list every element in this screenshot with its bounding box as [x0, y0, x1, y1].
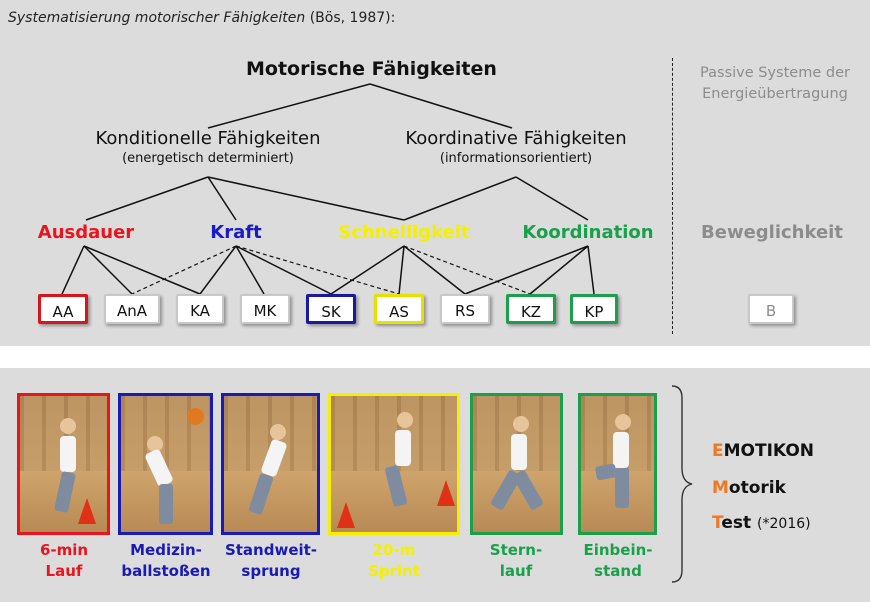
cone-icon	[78, 498, 96, 524]
cone-icon	[337, 502, 355, 528]
box-ana: AnA	[104, 294, 160, 324]
photo-20m-sprint	[328, 393, 460, 535]
edge-koord-kp	[588, 246, 594, 294]
box-b: B	[748, 294, 794, 324]
athlete-torso	[395, 430, 411, 466]
test-label-einbeinstand: Einbein- stand	[572, 540, 664, 582]
photo-wall	[331, 396, 457, 471]
emotikon-rest-2: otorik	[729, 478, 786, 498]
box-kp: KP	[570, 294, 618, 324]
photo-sternlauf	[470, 393, 563, 535]
edge-schnell-sk	[331, 246, 404, 294]
emotikon-line-1: EMOTIKON	[712, 441, 814, 461]
branch-konditionell-subtitle: (energetisch determiniert)	[78, 150, 338, 167]
test-label-standweitsprung: Standweit- sprung	[216, 540, 326, 582]
emotikon-line-2: Motorik	[712, 478, 786, 498]
ability-beweglichkeit: Beweglichkeit	[690, 222, 854, 243]
test-label-sternlauf: Stern- lauf	[476, 540, 556, 582]
branch-konditionell-title: Konditionelle Fähigkeiten	[95, 128, 320, 149]
photo-6min-lauf	[17, 393, 110, 535]
test-label-20m-sprint: 20-m Sprint	[344, 540, 444, 582]
emotikon-initial-e: E	[712, 441, 724, 461]
emotikon-initial-t: T	[712, 513, 721, 533]
root-node: Motorische Fähigkeiten	[246, 58, 497, 80]
athlete-torso	[511, 434, 527, 470]
medicine-ball-icon	[187, 408, 204, 425]
box-aa: AA	[38, 294, 88, 324]
branch-konditionell: Konditionelle Fähigkeiten (energetisch d…	[78, 128, 338, 167]
edge-schnell-kz-dashed	[404, 246, 530, 294]
box-rs: RS	[440, 294, 490, 324]
edge-koord-rs	[465, 246, 588, 294]
photo-medizinball	[118, 393, 213, 535]
edge-schnell-as	[399, 246, 404, 294]
photo-standweitsprung	[221, 393, 320, 535]
athlete-legs	[615, 468, 629, 508]
box-sk: SK	[306, 294, 356, 324]
passive-systems-label: Passive Systeme der Energieübertragung	[680, 63, 870, 105]
athlete-torso	[613, 432, 629, 468]
edge-kond-schnelligkeit	[208, 177, 404, 220]
athlete-head	[270, 424, 286, 440]
athlete-legs	[159, 484, 173, 524]
athlete-head	[397, 412, 413, 428]
edge-root-koordinativ	[370, 84, 512, 128]
citation: Systematisierung motorischer Fähigkeiten…	[8, 10, 395, 26]
edge-koord-kz	[530, 246, 588, 294]
edge-ausdauer-ana	[84, 246, 132, 294]
edge-kraft-ka	[200, 246, 236, 294]
athlete-head	[60, 418, 76, 434]
athlete-head	[513, 416, 529, 432]
photo-einbeinstand	[578, 393, 657, 535]
box-as: AS	[374, 294, 424, 324]
box-kz: KZ	[506, 294, 556, 324]
emotikon-rest-1: MOTIKON	[724, 441, 814, 461]
emotikon-line-3: Test (*2016)	[712, 513, 811, 533]
athlete-torso	[60, 436, 76, 472]
citation-italic: Systematisierung motorischer Fähigkeiten	[8, 10, 305, 26]
ability-koordination: Koordination	[508, 222, 668, 243]
branch-koordinativ-title: Koordinative Fähigkeiten	[405, 128, 626, 149]
emotikon-since: (*2016)	[757, 516, 811, 532]
branch-koordinativ: Koordinative Fähigkeiten (informationsor…	[386, 128, 646, 167]
emotikon-initial-m: M	[712, 478, 729, 498]
test-label-6min-lauf: 6-min Lauf	[24, 540, 104, 582]
citation-source: (Bös, 1987):	[305, 10, 395, 26]
box-ka: KA	[176, 294, 224, 324]
ability-ausdauer: Ausdauer	[20, 222, 152, 243]
edge-schnell-rs	[404, 246, 465, 294]
edge-koord-schnelligkeit	[404, 177, 516, 220]
box-mk: MK	[240, 294, 290, 324]
edge-kond-kraft	[208, 177, 236, 220]
test-label-medizinball: Medizin- ballstoßen	[112, 540, 220, 582]
branch-koordinativ-subtitle: (informationsorientiert)	[386, 150, 646, 167]
athlete-head	[615, 414, 631, 430]
edge-ausdauer-aa	[62, 246, 84, 294]
cone-icon	[437, 480, 455, 506]
edge-root-konditionell	[208, 84, 370, 128]
edge-koord-koordination	[516, 177, 588, 220]
passive-divider	[672, 58, 673, 334]
emotikon-rest-3: est	[721, 513, 751, 533]
curly-brace-icon	[670, 384, 700, 584]
edge-kond-ausdauer	[86, 177, 208, 220]
ability-schnelligkeit: Schnelligkeit	[326, 222, 482, 243]
ability-kraft: Kraft	[186, 222, 286, 243]
